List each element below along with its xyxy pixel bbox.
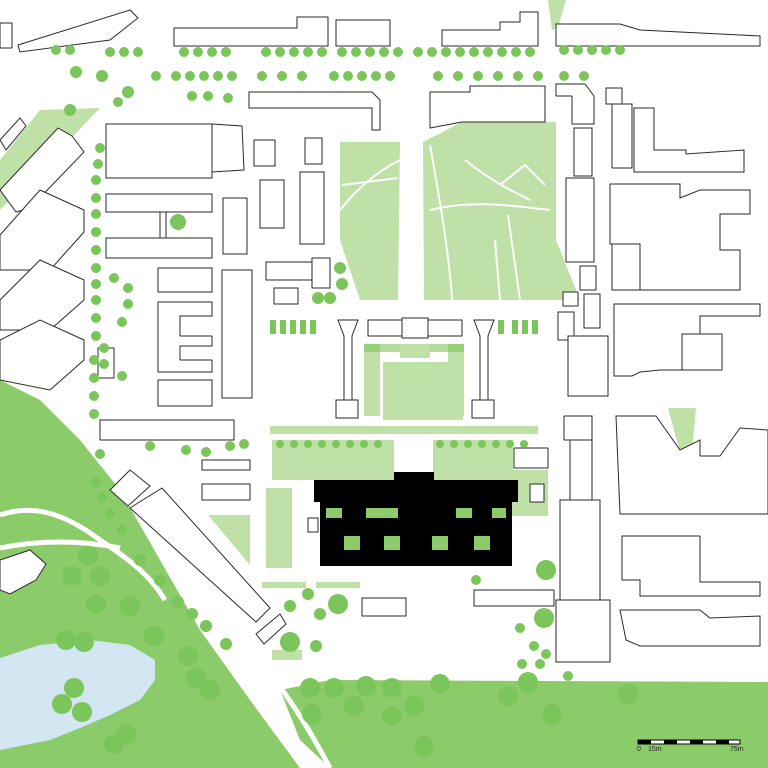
park-north-tip <box>548 0 566 30</box>
hedges <box>270 320 538 416</box>
trees <box>51 45 638 756</box>
buildings <box>0 9 768 663</box>
forest-paths <box>0 507 333 768</box>
highlighted-building <box>314 472 518 566</box>
scale-label-start: 0 <box>637 746 641 753</box>
park-northwest-right <box>423 122 580 300</box>
palace-complex <box>335 317 495 419</box>
scale-label-end: 75m <box>730 746 744 753</box>
green-spaces <box>0 0 696 660</box>
scale-label-mid: 15m <box>648 746 662 753</box>
lawn-south-c <box>272 650 302 660</box>
scale-bar: 0 15m 75m <box>637 739 744 753</box>
lawn-south-b <box>316 582 360 588</box>
green-notch <box>668 408 696 452</box>
lawn-mid <box>266 488 292 568</box>
forest-south <box>280 680 768 768</box>
park-northwest-left <box>340 142 400 300</box>
lawn-south-a <box>262 582 306 588</box>
park-paths <box>339 144 551 301</box>
lawn-wedge <box>208 515 250 565</box>
strip-green <box>270 426 538 434</box>
lawn-right <box>433 440 513 480</box>
